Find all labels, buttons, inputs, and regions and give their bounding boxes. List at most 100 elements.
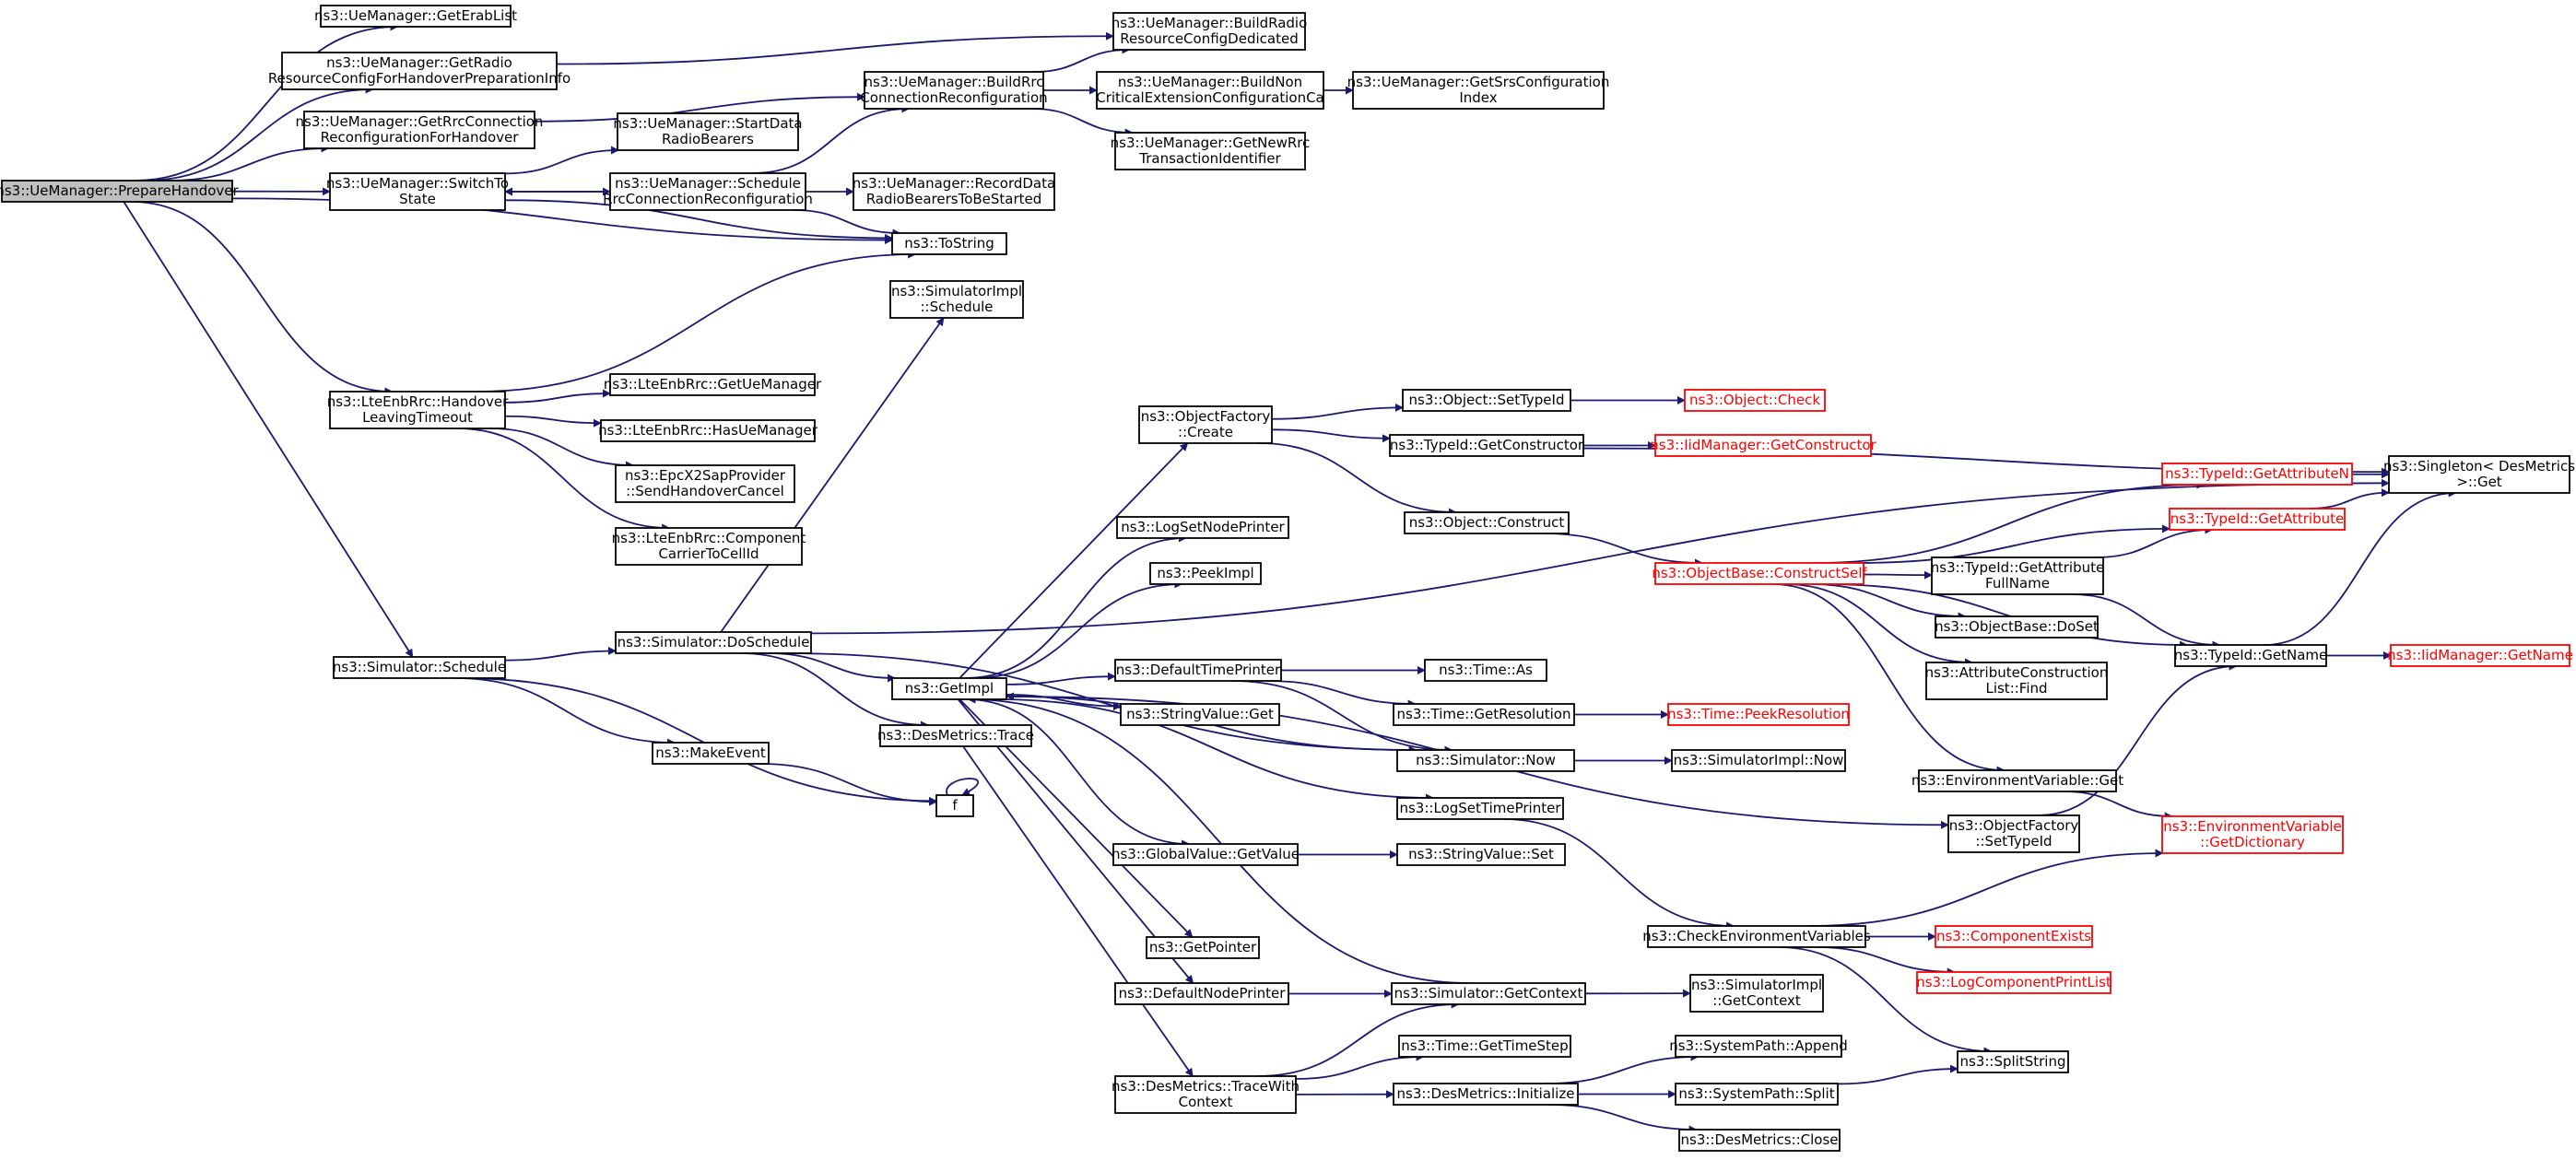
node-set-type-id[interactable]: ns3::Object::SetTypeId: [1402, 389, 1571, 412]
node-label: ns3::Simulator::GetContext: [1394, 985, 1583, 1002]
node-f[interactable]: f: [935, 794, 974, 817]
node-do-schedule[interactable]: ns3::Simulator::DoSchedule: [615, 631, 812, 654]
node-build-radio-res-cfg-ded[interactable]: ns3::UeManager::BuildRadioResourceConfig…: [1112, 12, 1308, 51]
edge-construct-self-to-get-attribute-n: [1812, 480, 2205, 564]
node-sim-impl-now[interactable]: ns3::SimulatorImpl::Now: [1671, 749, 1846, 772]
node-env-var-get[interactable]: ns3::EnvironmentVariable::Get: [1911, 769, 2123, 792]
node-label: ns3::UeManager::PrepareHandover: [0, 182, 240, 199]
node-log-set-node-printer[interactable]: ns3::LogSetNodePrinter: [1116, 516, 1289, 539]
node-default-node-printer[interactable]: ns3::DefaultNodePrinter: [1114, 982, 1289, 1005]
edge-construct-self-to-env-var-get: [1772, 583, 2006, 775]
edge-schedule-rrc-conn-reconf-to-to-string: [793, 209, 901, 238]
node-get-attribute-n[interactable]: ns3::TypeId::GetAttributeN: [2161, 463, 2353, 486]
node-get-pointer[interactable]: ns3::GetPointer: [1146, 936, 1260, 959]
node-simulator-now[interactable]: ns3::Simulator::Now: [1396, 749, 1575, 772]
edge-schedule-rrc-conn-reconf-to-build-rrc-conn-reconf: [752, 104, 911, 174]
node-get-erab-list[interactable]: ns3::UeManager::GetErabList: [314, 5, 517, 28]
node-get-rrc-conn-reconf-ho[interactable]: ns3::UeManager::GetRrcConnectionReconfig…: [296, 111, 544, 149]
node-box: [2390, 644, 2570, 667]
node-schedule-rrc-conn-reconf[interactable]: ns3::UeManager::ScheduleRrcConnectionRec…: [603, 172, 813, 211]
node-object-factory-create[interactable]: ns3::ObjectFactory::Create: [1138, 405, 1273, 444]
node-make-event[interactable]: ns3::MakeEvent: [652, 742, 770, 765]
node-sys-path-append[interactable]: ns3::SystemPath::Append: [1669, 1035, 1848, 1058]
node-singleton-get[interactable]: ns3::Singleton< DesMetrics >::Get: [2383, 455, 2575, 494]
node-label: List::Find: [1985, 680, 2047, 697]
node-peek-impl[interactable]: ns3::PeekImpl: [1149, 562, 1262, 585]
node-sim-impl-schedule[interactable]: ns3::SimulatorImpl::Schedule: [889, 280, 1024, 319]
node-box: [1647, 925, 1866, 948]
node-sim-get-context[interactable]: ns3::Simulator::GetContext: [1391, 982, 1586, 1005]
node-build-rrc-conn-reconf[interactable]: ns3::UeManager::BuildRrcConnectionReconf…: [860, 71, 1048, 110]
node-object-base-do-set[interactable]: ns3::ObjectBase::DoSet: [1935, 615, 2099, 639]
node-log-comp-print-list[interactable]: ns3::LogComponentPrintList: [1916, 971, 2111, 994]
node-string-value-get[interactable]: ns3::StringValue::Get: [1120, 703, 1280, 726]
node-type-id-get-name[interactable]: ns3::TypeId::GetName: [2174, 644, 2327, 667]
node-time-get-resolution[interactable]: ns3::Time::GetResolution: [1393, 703, 1575, 726]
node-to-string[interactable]: ns3::ToString: [891, 232, 1007, 255]
node-get-impl[interactable]: ns3::GetImpl: [891, 677, 1007, 700]
node-box: [1957, 1050, 2069, 1073]
node-default-time-printer[interactable]: ns3::DefaultTimePrinter: [1114, 659, 1282, 682]
node-env-var-get-dict[interactable]: ns3::EnvironmentVariable::GetDictionary: [2161, 815, 2344, 854]
node-sim-schedule[interactable]: ns3::Simulator::Schedule: [333, 656, 506, 679]
node-iid-get-constructor[interactable]: ns3::IidManager::GetConstructor: [1650, 434, 1877, 457]
node-label: ns3::EnvironmentVariable: [2163, 818, 2341, 835]
node-label: ns3::StringValue::Set: [1408, 846, 1554, 862]
node-record-data-rb[interactable]: ns3::UeManager::RecordDataRadioBearersTo…: [853, 172, 1055, 211]
node-label: ns3::UeManager::GetNewRrc: [1111, 135, 1311, 151]
node-get-new-rrc-tid[interactable]: ns3::UeManager::GetNewRrcTransactionIden…: [1111, 132, 1311, 170]
node-box: [1675, 1035, 1842, 1058]
node-build-non-crit[interactable]: ns3::UeManager::BuildNonCriticalExtensio…: [1096, 71, 1324, 110]
node-get-radio-res-cfg[interactable]: ns3::UeManager::GetRadioResourceConfigFo…: [268, 52, 570, 90]
node-send-handover-cancel[interactable]: ns3::EpcX2SapProvider::SendHandoverCance…: [615, 464, 795, 503]
node-sys-path-split[interactable]: ns3::SystemPath::Split: [1675, 1083, 1839, 1106]
node-box: [600, 419, 816, 442]
node-split-string[interactable]: ns3::SplitString: [1957, 1050, 2069, 1073]
node-label: ns3::ObjectFactory: [1949, 817, 2079, 834]
node-time-get-time-step[interactable]: ns3::Time::GetTimeStep: [1398, 1035, 1571, 1058]
node-label: ns3::Simulator::Schedule: [333, 659, 506, 675]
edge-handover-leaving-timeout-to-has-ue-manager: [504, 415, 602, 428]
node-object-check[interactable]: ns3::Object::Check: [1684, 389, 1826, 412]
node-box: [864, 71, 1044, 110]
node-global-value-get-value[interactable]: ns3::GlobalValue::GetValue: [1112, 843, 1300, 866]
node-log-set-time-printer[interactable]: ns3::LogSetTimePrinter: [1396, 797, 1564, 820]
node-time-peek-resolution[interactable]: ns3::Time::PeekResolution: [1667, 703, 1850, 726]
node-object-factory-set-type-id[interactable]: ns3::ObjectFactory::SetTypeId: [1947, 814, 2080, 853]
node-prepare-handover[interactable]: ns3::UeManager::PrepareHandover: [0, 180, 240, 203]
node-get-attribute[interactable]: ns3::TypeId::GetAttribute: [2169, 508, 2346, 531]
node-object-construct[interactable]: ns3::Object::Construct: [1404, 511, 1570, 534]
node-sim-impl-get-context[interactable]: ns3::SimulatorImpl::GetContext: [1689, 974, 1824, 1013]
node-get-ue-manager[interactable]: ns3::LteEnbRrc::GetUeManager: [604, 373, 822, 396]
node-label: ns3::EpcX2SapProvider: [625, 467, 786, 484]
node-check-env-vars[interactable]: ns3::CheckEnvironmentVariables: [1642, 925, 1871, 948]
node-string-value-set[interactable]: ns3::StringValue::Set: [1396, 843, 1566, 866]
node-des-metrics-init[interactable]: ns3::DesMetrics::Initialize: [1393, 1083, 1579, 1106]
node-construct-self[interactable]: ns3::ObjectBase::ConstructSelf: [1652, 562, 1867, 585]
node-has-ue-manager[interactable]: ns3::LteEnbRrc::HasUeManager: [598, 419, 818, 442]
node-des-metrics-trace[interactable]: ns3::DesMetrics::Trace: [877, 724, 1034, 747]
edge-sim-get-context-to-get-impl: [967, 695, 1470, 984]
edge-object-factory-create-to-set-type-id: [1271, 403, 1404, 420]
edge-sim-schedule-to-do-schedule: [504, 646, 617, 662]
edge-handover-leaving-timeout-to-send-handover-cancel: [488, 428, 634, 470]
node-des-metrics-close[interactable]: ns3::DesMetrics::Close: [1678, 1129, 1841, 1152]
node-label: ns3::UeManager::StartData: [613, 115, 802, 132]
node-iid-get-name[interactable]: ns3::IidManager::GetName: [2387, 644, 2573, 667]
edges-layer: [123, 22, 2457, 1134]
node-get-constructor[interactable]: ns3::TypeId::GetConstructor: [1389, 434, 1584, 457]
node-label: ns3::Object::Check: [1689, 392, 1820, 408]
edge-prepare-handover-to-get-radio-res-cfg: [143, 85, 374, 182]
node-time-as[interactable]: ns3::Time::As: [1424, 659, 1547, 682]
node-component-exists[interactable]: ns3::ComponentExists: [1935, 925, 2093, 948]
node-box: [1391, 982, 1586, 1005]
edge-get-impl-to-default-time-printer: [1006, 672, 1116, 685]
